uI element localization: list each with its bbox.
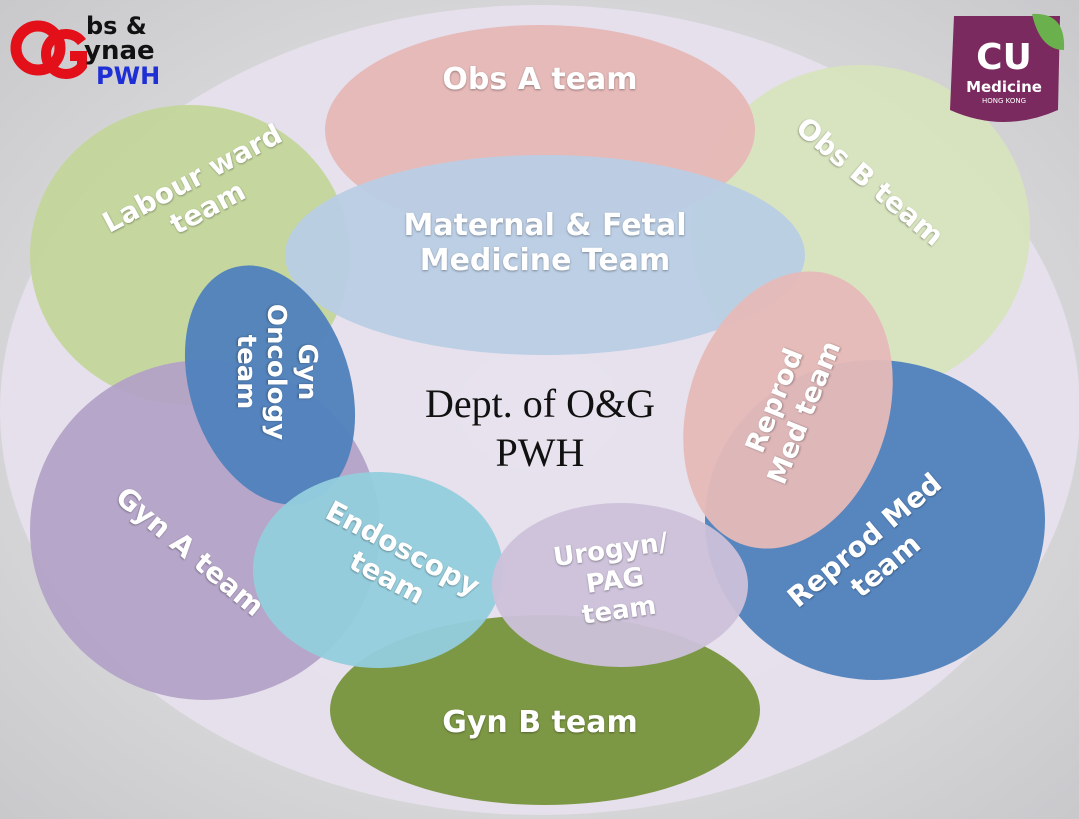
- mfm-ellipse: [285, 155, 805, 355]
- logo-right-line1: CU: [976, 37, 1032, 78]
- gyn-b-label: Gyn B team: [420, 705, 660, 740]
- gyn-onc-ellipse: [184, 265, 356, 505]
- team-label-line: Maternal & Fetal: [403, 208, 687, 243]
- logo-left-line1: bs &: [86, 12, 147, 40]
- urogyn-ellipse: [492, 503, 748, 667]
- cu-medicine-badge-icon: [950, 13, 1065, 122]
- logo-left-line2: ynae: [84, 36, 155, 66]
- team-label-line: team: [230, 334, 261, 410]
- og-monogram-icon: [10, 20, 87, 79]
- team-label-line: Medicine Team: [419, 243, 671, 279]
- obs-a-label: Obs A team: [425, 62, 655, 97]
- team-label-line: Obs A team: [442, 62, 638, 97]
- department-title-line1: Dept. of O&G: [425, 381, 655, 426]
- team-label-line: Oncology: [261, 303, 292, 441]
- obs-gynae-pwh-logo: bs & ynae PWH: [10, 8, 180, 90]
- department-title-line2: PWH: [495, 429, 585, 475]
- reprod-med-pink-ellipse: [683, 271, 893, 549]
- department-title: Dept. of O&G PWH: [340, 380, 740, 478]
- logo-right-line3: HONG KONG: [981, 97, 1027, 105]
- endoscopy-ellipse: [253, 472, 503, 668]
- team-label-line: Gyn: [292, 343, 322, 401]
- team-label-line: Gyn B team: [442, 705, 638, 740]
- cu-medicine-logo: CU Medicine HONG KONG: [940, 10, 1068, 126]
- logo-left-line3: PWH: [96, 62, 161, 90]
- logo-right-line2: Medicine: [966, 78, 1042, 96]
